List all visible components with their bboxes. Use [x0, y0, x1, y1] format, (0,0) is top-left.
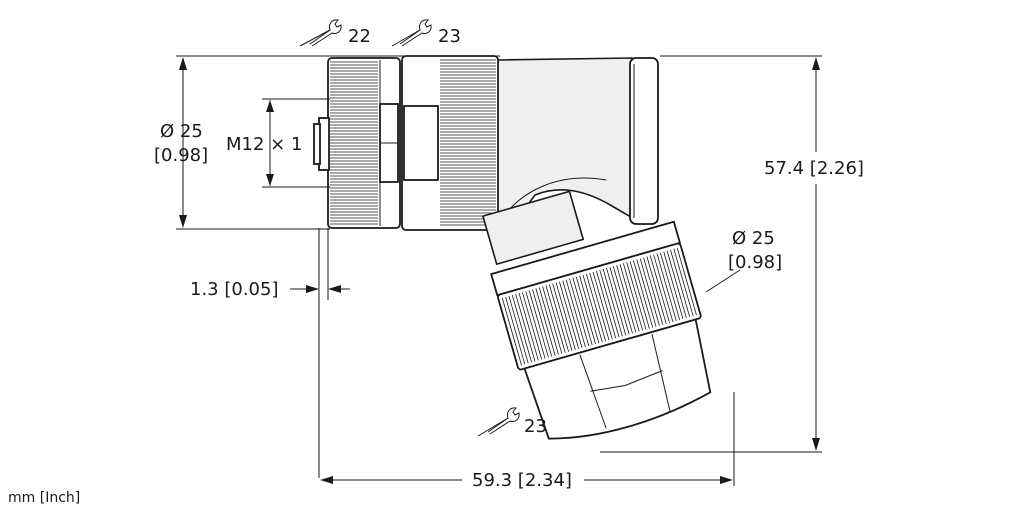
cable-gland — [481, 190, 712, 440]
wrench-size-main: 23 — [438, 26, 461, 47]
main-nut — [401, 55, 499, 231]
diameter-top-label: Ø 25 — [160, 121, 203, 142]
front-nut — [327, 57, 401, 229]
offset-label: 1.3 [0.05] — [190, 279, 278, 300]
diameter-top-inch-label: [0.98] — [154, 145, 208, 166]
units-label: mm [Inch] — [8, 490, 80, 506]
elbow-body — [495, 57, 637, 225]
wrench-icon — [487, 407, 520, 435]
wrench-icon — [309, 19, 342, 47]
thread-label: M12 × 1 — [226, 134, 302, 155]
width-label: 59.3 [2.34] — [472, 470, 572, 491]
wrench-size-front: 22 — [348, 26, 371, 47]
wrench-size-gland: 23 — [524, 416, 547, 437]
connector-drawing — [313, 55, 712, 440]
diameter-bottom-inch-label: [0.98] — [728, 252, 782, 273]
elbow-rear-cap — [629, 57, 659, 225]
dimension-lines — [176, 29, 822, 486]
height-label: 57.4 [2.26] — [764, 158, 864, 179]
wrench-icon — [399, 19, 432, 47]
diameter-bottom-label: Ø 25 — [732, 228, 775, 249]
